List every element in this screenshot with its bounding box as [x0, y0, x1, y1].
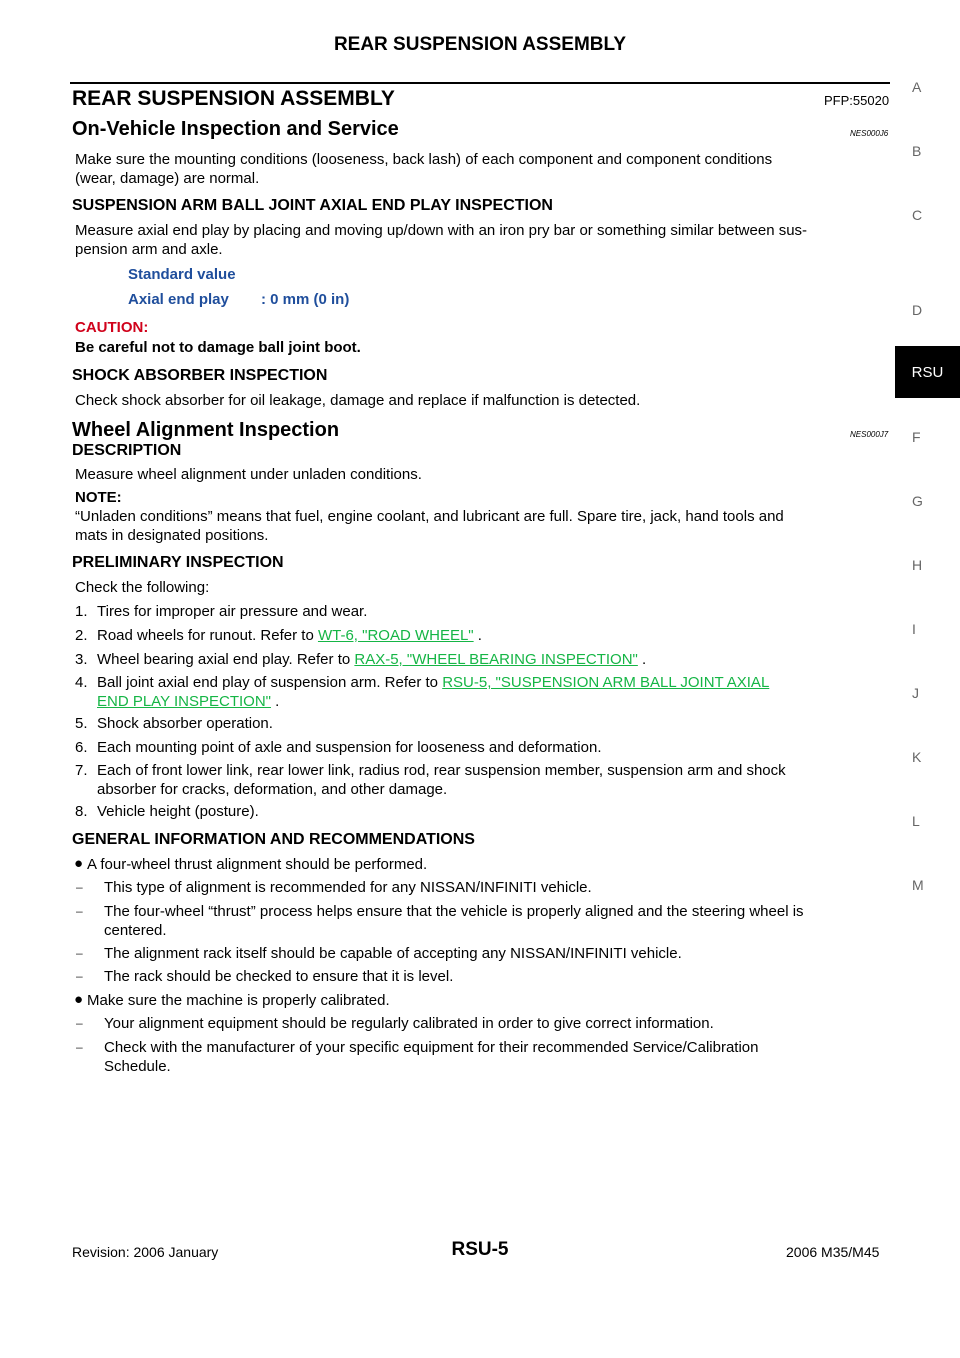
list-text: Wheel bearing axial end play. Refer to — [97, 651, 355, 668]
dash-text: The rack should be checked to ensure tha… — [104, 968, 454, 985]
standard-value-label: Standard value — [128, 266, 236, 283]
index-letter-d[interactable]: D — [912, 302, 923, 318]
note-label: NOTE: — [75, 489, 122, 506]
description-text: Measure wheel alignment under unladen co… — [75, 466, 422, 483]
index-letter-h[interactable]: H — [912, 557, 923, 573]
bullet-glyph: ● — [74, 855, 84, 872]
revision-date: Revision: 2006 January — [72, 1244, 219, 1260]
dash-text-continued: centered. — [104, 922, 167, 939]
list-item: 3. Wheel bearing axial end play. Refer to… — [75, 650, 646, 669]
list-item: 7. Each of front lower link, rear lower l… — [75, 761, 889, 780]
list-text: Each mounting point of axle and suspensi… — [97, 739, 602, 756]
index-letter-f[interactable]: F — [912, 429, 921, 445]
list-item: 8. Vehicle height (posture). — [75, 802, 259, 821]
preliminary-intro: Check the following: — [75, 579, 210, 596]
header-rule — [70, 82, 890, 84]
rax-wheel-bearing-link[interactable]: RAX-5, "WHEEL BEARING INSPECTION" — [354, 651, 638, 668]
running-header: REAR SUSPENSION ASSEMBLY — [333, 34, 627, 55]
list-item: 4. Ball joint axial end play of suspensio… — [75, 673, 889, 692]
list-item: 5. Shock absorber operation. — [75, 714, 273, 733]
list-item: 2. Road wheels for runout. Refer to WT-6,… — [75, 626, 482, 645]
list-text: Vehicle height (posture). — [97, 803, 259, 820]
on-vehicle-title: On-Vehicle Inspection and Service — [72, 118, 399, 140]
general-heading: GENERAL INFORMATION AND RECOMMENDATIONS — [72, 831, 475, 848]
list-item-continued: END PLAY INSPECTION" . — [97, 692, 279, 711]
list-item: 1. Tires for improper air pressure and we… — [75, 602, 367, 621]
list-text-after: . — [473, 627, 482, 644]
section-title: REAR SUSPENSION ASSEMBLY — [72, 87, 395, 110]
list-text: Each of front lower link, rear lower lin… — [97, 762, 786, 779]
list-text-after: . — [270, 693, 280, 710]
index-letter-a[interactable]: A — [912, 79, 922, 95]
description-heading: DESCRIPTION — [72, 442, 182, 459]
balljoint-text-1: Measure axial end play by placing and mo… — [75, 222, 808, 239]
rsu-ball-joint-link-continued[interactable]: END PLAY INSPECTION" — [97, 693, 271, 710]
note-line-2: mats in designated positions. — [75, 527, 269, 544]
intro-line-2: (wear, damage) are normal. — [75, 170, 260, 187]
intro-line-1: Make sure the mounting conditions (loose… — [75, 151, 773, 168]
list-item: 6. Each mounting point of axle and suspen… — [75, 738, 602, 757]
dash-glyph: – — [76, 969, 83, 983]
bullet-text: A four-wheel thrust alignment should be … — [87, 856, 428, 873]
list-text: Shock absorber operation. — [97, 715, 273, 732]
dash-glyph: – — [76, 946, 83, 960]
bullet-text: Make sure the machine is properly calibr… — [87, 992, 390, 1009]
list-number: 8. — [75, 803, 88, 820]
list-text: Ball joint axial end play of suspension … — [97, 674, 443, 691]
index-letter-l[interactable]: L — [912, 813, 920, 829]
shock-text: Check shock absorber for oil leakage, da… — [75, 392, 641, 409]
list-number: 1. — [75, 603, 88, 620]
list-item-continued: absorber for cracks, deformation, and ot… — [97, 781, 448, 798]
index-letter-g[interactable]: G — [912, 493, 923, 509]
dash-text-continued: Schedule. — [104, 1058, 171, 1075]
page-number: RSU-5 — [451, 1239, 509, 1260]
dash-glyph: – — [76, 1016, 83, 1030]
index-tab-rsu[interactable]: RSU — [895, 346, 960, 398]
list-text-after: . — [637, 651, 647, 668]
on-vehicle-code: NES000J6 — [850, 129, 889, 138]
balljoint-text-2: pension arm and axle. — [75, 241, 223, 258]
wheel-alignment-title: Wheel Alignment Inspection — [72, 419, 340, 441]
list-number: 3. — [75, 651, 88, 668]
shock-heading: SHOCK ABSORBER INSPECTION — [72, 367, 328, 384]
list-number: 6. — [75, 739, 88, 756]
list-number: 7. — [75, 762, 88, 779]
dash-text: The alignment rack itself should be capa… — [104, 945, 682, 962]
list-number: 5. — [75, 715, 88, 732]
index-letter-c[interactable]: C — [912, 207, 923, 223]
wt-road-wheel-link[interactable]: WT-6, "ROAD WHEEL" — [317, 627, 474, 644]
dash-text: The four-wheel “thrust” process helps en… — [104, 903, 804, 920]
list-text: Road wheels for runout. Refer to — [97, 627, 318, 644]
axial-end-play-value: : 0 mm (0 in) — [261, 291, 350, 308]
bullet-glyph: ● — [74, 991, 84, 1008]
dash-glyph: – — [76, 904, 83, 918]
pfp-code: PFP:55020 — [824, 93, 890, 108]
index-letter-i[interactable]: I — [912, 621, 916, 637]
dash-text: This type of alignment is recommended fo… — [104, 879, 592, 896]
balljoint-heading: SUSPENSION ARM BALL JOINT AXIAL END PLAY… — [72, 197, 553, 214]
dash-glyph: – — [76, 880, 83, 894]
note-line-1: “Unladen conditions” means that fuel, en… — [75, 508, 784, 525]
index-letter-j[interactable]: J — [912, 685, 919, 701]
index-letter-m[interactable]: M — [912, 877, 924, 893]
axial-end-play-label: Axial end play — [128, 291, 229, 308]
dash-glyph: – — [76, 1040, 83, 1054]
list-text: Tires for improper air pressure and wear… — [97, 603, 368, 620]
caution-label: CAUTION: — [75, 319, 149, 336]
index-letter-k[interactable]: K — [912, 749, 922, 765]
rsu-ball-joint-link[interactable]: RSU-5, "SUSPENSION ARM BALL JOINT AXIAL — [442, 674, 770, 691]
caution-text: Be careful not to damage ball joint boot… — [75, 339, 361, 356]
index-letter-b[interactable]: B — [912, 143, 922, 159]
list-number: 4. — [75, 674, 88, 691]
dash-text: Your alignment equipment should be regul… — [104, 1015, 714, 1032]
dash-text: Check with the manufacturer of your spec… — [104, 1039, 759, 1056]
list-number: 2. — [75, 627, 88, 644]
preliminary-heading: PRELIMINARY INSPECTION — [72, 554, 284, 571]
model-year: 2006 M35/M45 — [786, 1244, 880, 1260]
wheel-alignment-code: NES000J7 — [850, 430, 889, 439]
